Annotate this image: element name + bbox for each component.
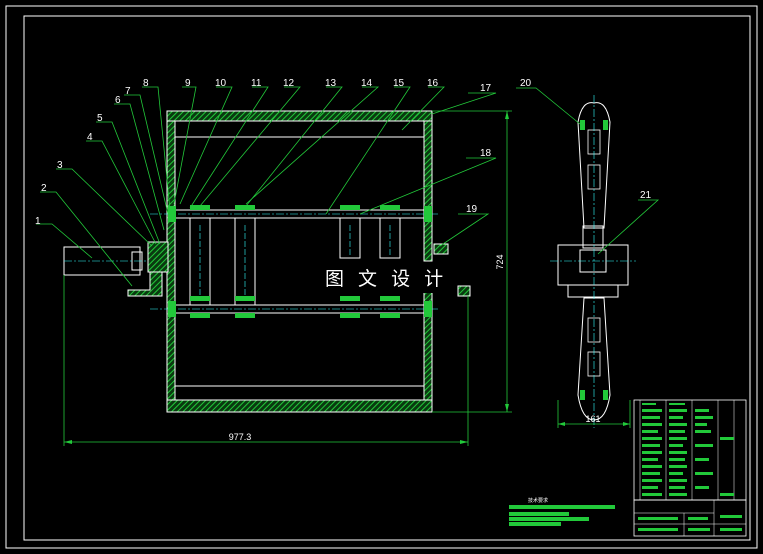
bearing-left-lower [168, 301, 176, 317]
part-label-19: 19 [466, 204, 478, 215]
part-label-3: 3 [57, 160, 63, 171]
right-wall-upper [423, 120, 433, 262]
part-label-7: 7 [125, 86, 131, 97]
part-label-8: 8 [143, 78, 149, 89]
bottom-wall [166, 399, 433, 413]
side-view: 161 [550, 95, 636, 428]
technical-notes: 技术要求 [509, 497, 615, 526]
bearing-right-upper [424, 206, 432, 222]
parts-list-table [633, 399, 747, 501]
part-label-6: 6 [115, 95, 121, 106]
blade-4 [379, 217, 401, 259]
coupling [147, 241, 169, 273]
part-label-12: 12 [283, 78, 295, 89]
dimension-width-side: 161 [585, 414, 600, 424]
blade-1 [189, 217, 211, 306]
outer-border [5, 5, 758, 549]
notes-title: 技术要求 [528, 497, 548, 504]
part-label-20: 20 [520, 78, 532, 89]
part-label-13: 13 [325, 78, 337, 89]
part-label-2: 2 [41, 183, 47, 194]
part-number-labels: 1 2 3 4 5 6 7 8 9 10 11 12 13 14 15 16 1… [35, 78, 652, 227]
part-label-10: 10 [215, 78, 227, 89]
side-housing [557, 244, 629, 286]
watermark-text: 图 文 设 计 [325, 268, 447, 290]
bearing-left-upper [168, 206, 176, 222]
bearing-right-lower [424, 301, 432, 317]
part-label-11: 11 [251, 78, 262, 89]
part-label-4: 4 [87, 132, 93, 143]
dimension-width-main: 977.3 [229, 432, 252, 442]
top-wall [166, 110, 433, 122]
dimension-height-main: 724 [495, 254, 505, 269]
part-label-15: 15 [393, 78, 405, 89]
part-label-14: 14 [361, 78, 373, 89]
part-label-16: 16 [427, 78, 439, 89]
part-label-9: 9 [185, 78, 191, 89]
blade-2 [234, 217, 256, 306]
title-block [633, 499, 747, 537]
inner-border [23, 15, 751, 541]
part-label-5: 5 [97, 113, 103, 124]
part-label-18: 18 [480, 148, 492, 159]
part-label-21: 21 [640, 190, 652, 201]
blade-3 [339, 217, 361, 259]
part-label-17: 17 [480, 83, 492, 94]
main-view: 977.3 724 [63, 110, 512, 446]
motor-bracket [127, 271, 163, 297]
part-label-1: 1 [35, 216, 41, 227]
right-base-block [457, 285, 471, 297]
part-19-bolt [433, 243, 449, 255]
leader-lines [36, 86, 660, 287]
